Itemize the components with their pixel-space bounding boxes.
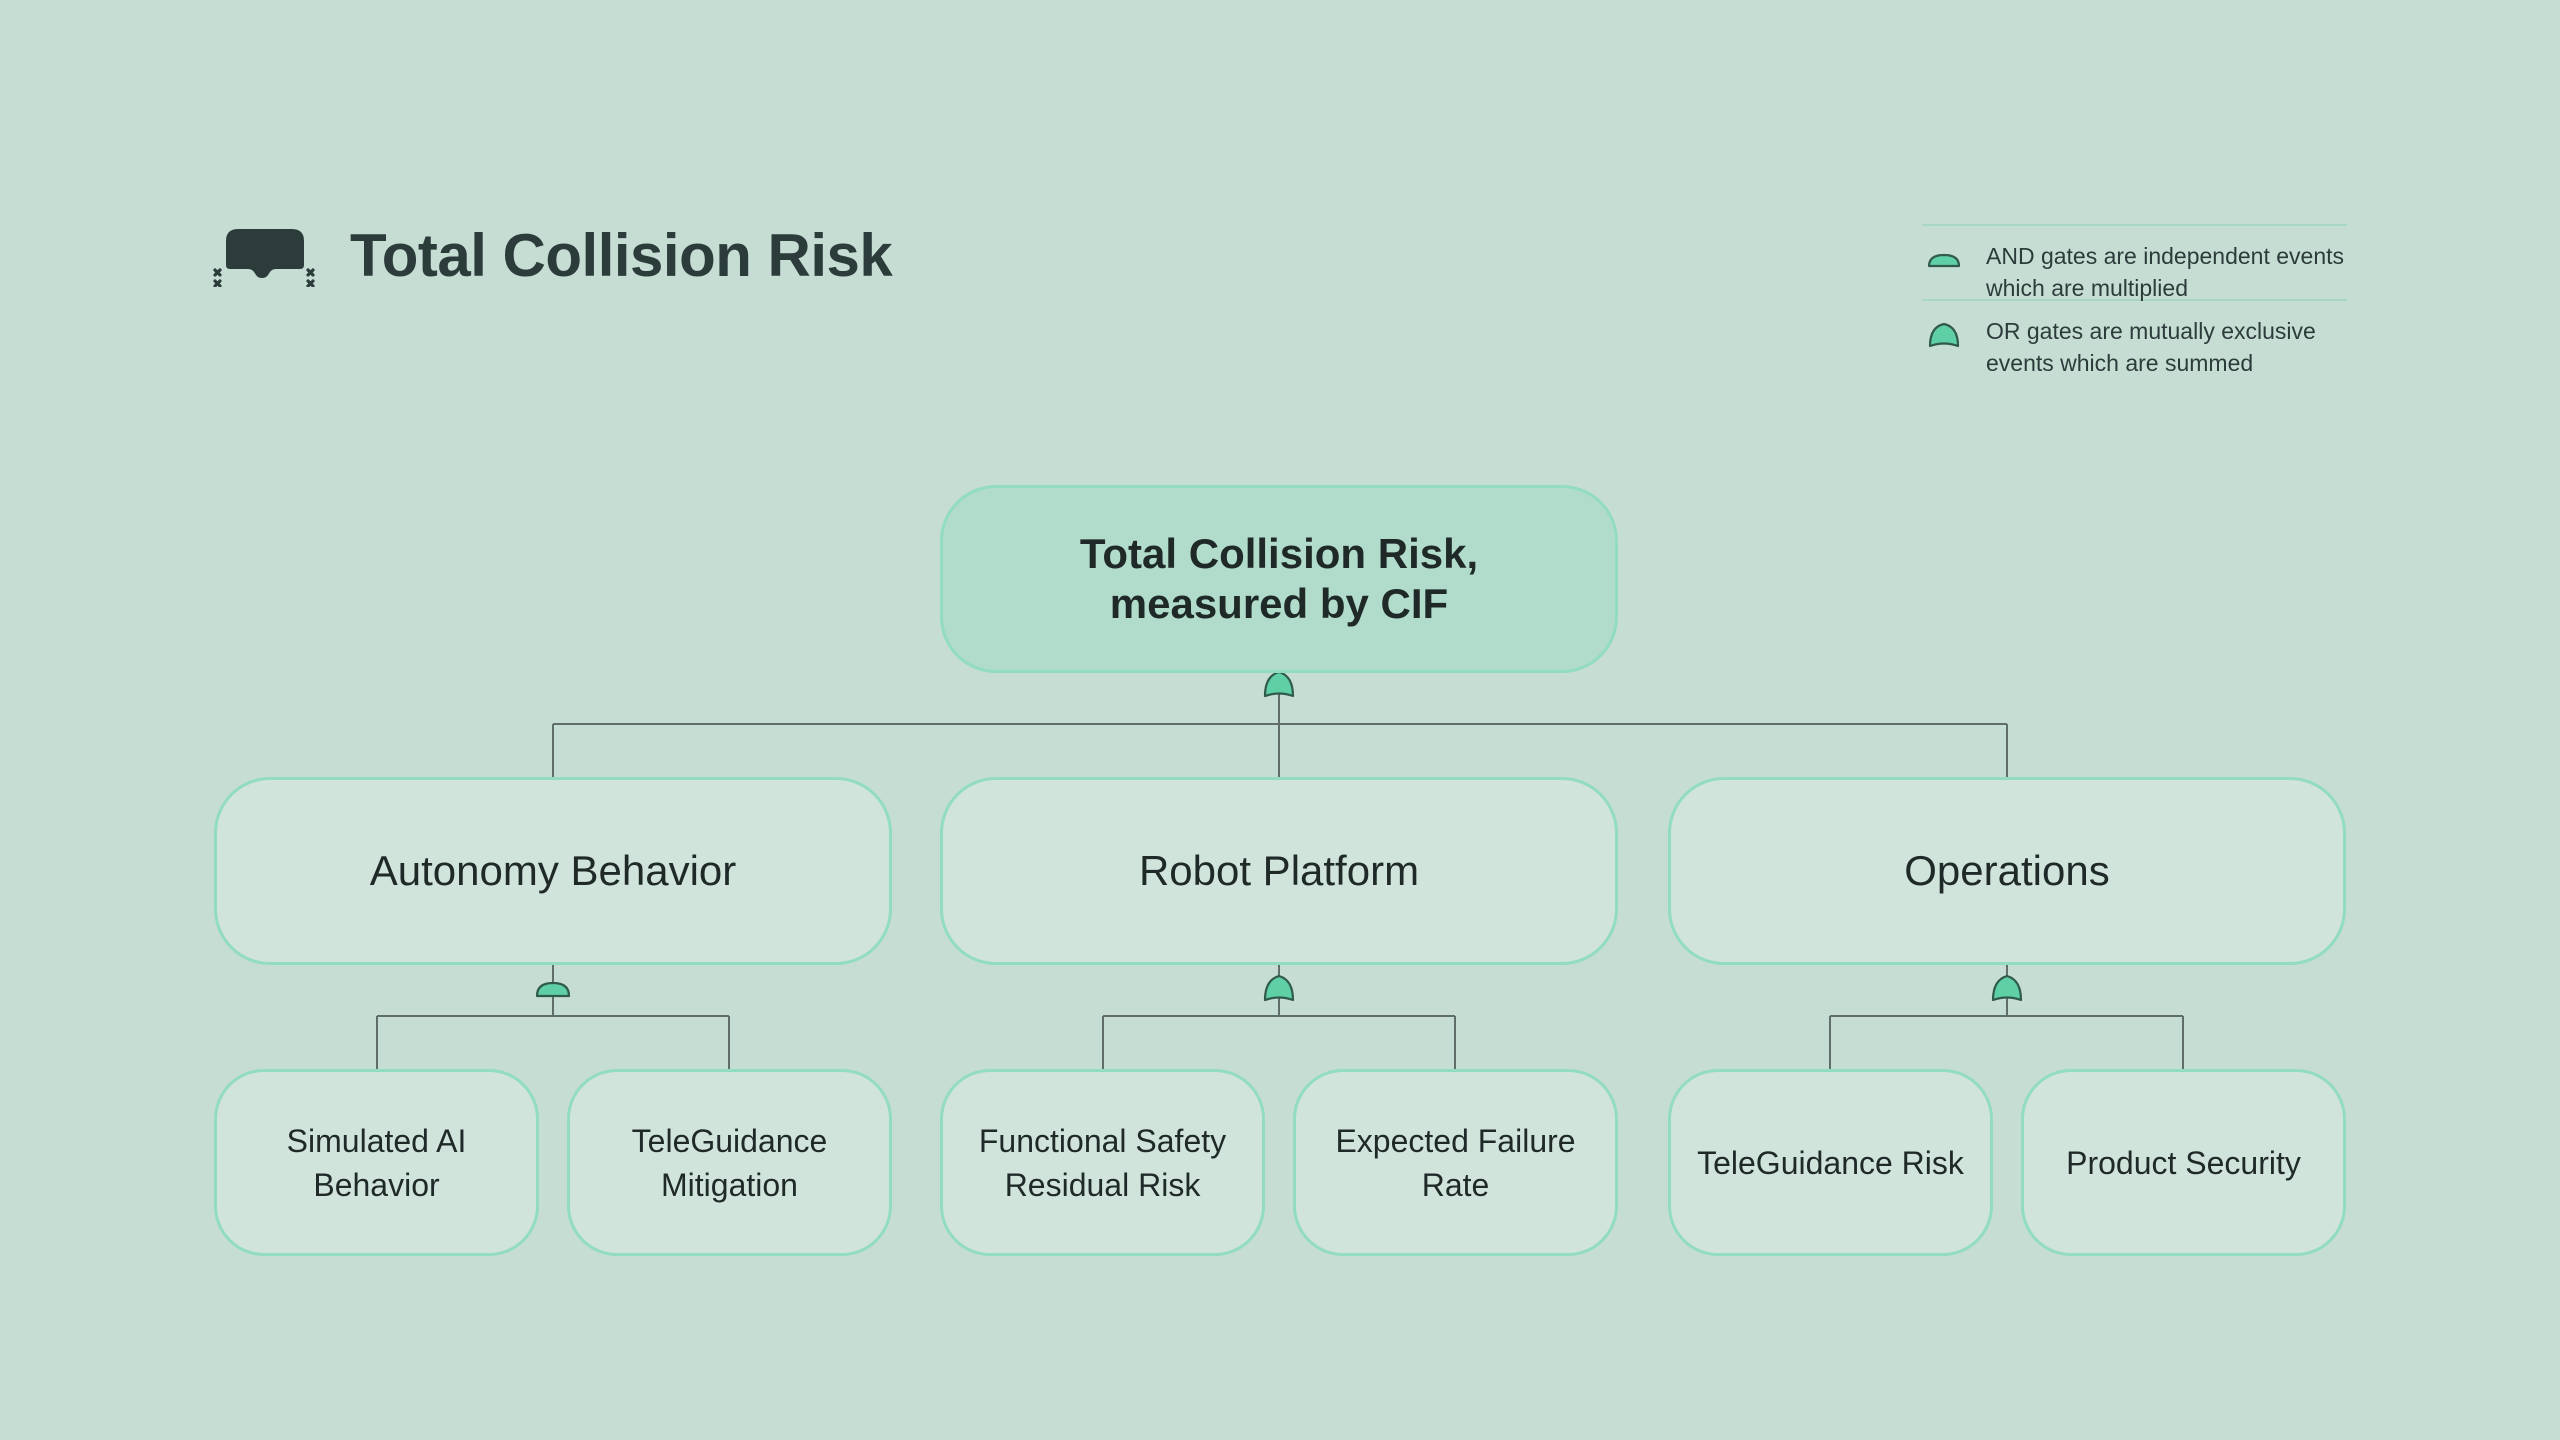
legend-or: OR gates are mutually exclusive events w…	[1922, 299, 2347, 395]
node-label: Operations	[1904, 847, 2110, 894]
node-robot-platform: Robot Platform	[940, 777, 1618, 965]
node-label: Robot Platform	[1138, 847, 1420, 894]
operations-or-gate-icon	[1991, 974, 2023, 1002]
leaf-product-security: Product Security	[2021, 1069, 2346, 1256]
leaf-label: TeleGuidance Risk	[1697, 1144, 1964, 1181]
header: Total Collision Risk	[212, 210, 893, 300]
autonomy-and-gate-icon	[535, 981, 571, 998]
page-title: Total Collision Risk	[350, 221, 893, 289]
leaf-label: Simulated AI Behavior	[286, 1122, 467, 1203]
node-operations: Operations	[1668, 777, 2346, 965]
leaf-label: Functional Safety Residual Risk	[978, 1122, 1227, 1203]
leaf-simulated-ai-behavior: Simulated AI Behavior	[214, 1069, 539, 1256]
legend-and-text: AND gates are independent events which a…	[1986, 243, 2345, 301]
leaf-label: Expected Failure Rate	[1335, 1122, 1576, 1203]
root-node: Total Collision Risk, measured by CIF	[940, 485, 1618, 673]
node-label: Autonomy Behavior	[369, 847, 737, 894]
leaf-teleguidance-mitigation: TeleGuidance Mitigation	[567, 1069, 892, 1256]
leaf-expected-failure-rate: Expected Failure Rate	[1293, 1069, 1618, 1256]
platform-or-gate-icon	[1263, 974, 1295, 1002]
root-node-label: Total Collision Risk, measured by CIF	[1079, 530, 1479, 627]
leaf-label: TeleGuidance Mitigation	[631, 1122, 828, 1203]
robot-collision-icon	[213, 229, 315, 287]
or-gate-icon	[1928, 322, 1960, 348]
leaf-functional-safety-residual-risk: Functional Safety Residual Risk	[940, 1069, 1265, 1256]
root-or-gate-icon	[1263, 670, 1295, 698]
legend-or-text: OR gates are mutually exclusive events w…	[1986, 318, 2316, 376]
and-gate-icon	[1927, 253, 1961, 268]
node-autonomy-behavior: Autonomy Behavior	[214, 777, 892, 965]
leaf-teleguidance-risk: TeleGuidance Risk	[1668, 1069, 1993, 1256]
legend-and: AND gates are independent events which a…	[1922, 224, 2347, 301]
leaf-label: Product Security	[2066, 1144, 2301, 1181]
gate-legend: AND gates are independent events which a…	[1922, 224, 2347, 395]
